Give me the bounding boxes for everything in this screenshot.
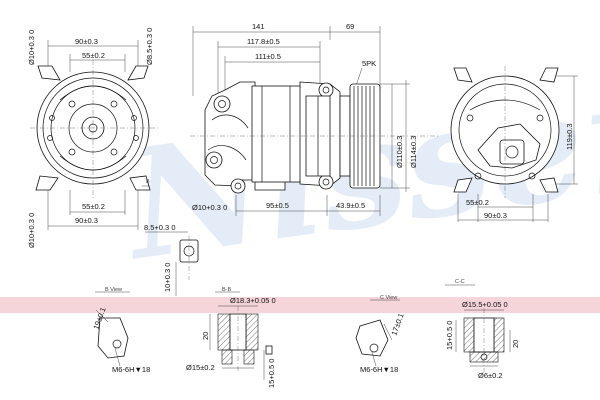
bb-dim-15-depth: 15+0.5 0 xyxy=(267,359,276,388)
front-dim-width-outer-bottom: 90±0.3 xyxy=(75,216,98,225)
section-bb-title: B-B xyxy=(222,287,232,293)
side-dim-117: 117.8±0.5 xyxy=(247,37,280,46)
b-view-flange xyxy=(97,317,129,359)
front-dim-width-inner-bottom: 55±0.2 xyxy=(82,202,105,211)
front-ear-top-left xyxy=(37,65,61,81)
front-dim-width-outer: 90±0.3 xyxy=(75,37,98,46)
side-detail-85: 8.5+0.3 0 xyxy=(144,223,176,232)
front-ear-bottom-right xyxy=(129,175,151,191)
side-dim-hole: Ø10+0.3 0 xyxy=(192,203,227,212)
side-dim-pulley-dia: Ø110±0.3 xyxy=(395,136,404,168)
side-dim-pulley-length: 69 xyxy=(346,22,354,31)
front-dim-hole-top-right: Ø8.5+0.3 0 xyxy=(145,28,154,65)
c-view-flange xyxy=(355,319,389,357)
side-dim-439: 43.9±0.5 xyxy=(336,201,365,210)
rear-dim-55: 55±0.2 xyxy=(466,198,489,207)
rear-view: 119±0.3 55±0.2 90±0.3 xyxy=(450,66,578,222)
side-section-mark: B xyxy=(146,179,150,185)
side-compressor-cylinder xyxy=(251,85,301,183)
section-b-view-title: B View xyxy=(105,287,122,293)
bb-dim-18: Ø18.3+0.05 0 xyxy=(230,296,276,305)
front-dim-width-inner: 55±0.2 xyxy=(82,51,105,60)
cc-dim-155: Ø15.5+0.05 0 xyxy=(462,300,508,309)
front-dim-hole-top-left: Ø10+0.3 0 xyxy=(27,30,36,65)
front-ear-top-right xyxy=(127,65,149,81)
front-dim-hole-bottom-left: Ø10+0.3 0 xyxy=(27,213,36,248)
red-band xyxy=(0,297,600,313)
cc-dim-20: 20 xyxy=(511,340,520,348)
side-detail-10: 10+0.3 0 xyxy=(163,263,172,292)
side-view: 141 69 117.8±0.5 111±0.5 5PK xyxy=(142,22,440,296)
section-c-view-title: C View xyxy=(380,295,397,301)
side-belt-label: 5PK xyxy=(362,59,376,68)
b-view-thread: M6-6H▼18 xyxy=(112,365,150,374)
section-views: B View B-B C View C-C 19±0.1 M6-6H▼18 Ø1… xyxy=(91,279,520,388)
c-view-thread: M6-6H▼18 xyxy=(360,365,398,374)
c-view-dim-17: 17±0.1 xyxy=(389,312,405,337)
cc-dim-15: 15+0.5 0 xyxy=(445,321,454,350)
rear-dim-90: 90±0.3 xyxy=(484,211,507,220)
rear-dim-height: 119±0.3 xyxy=(565,124,574,151)
side-dim-pulley-outer: Ø114±0.3 xyxy=(409,136,418,168)
cc-dim-6: Ø6±0.2 xyxy=(478,371,503,380)
bb-dim-15: Ø15±0.2 xyxy=(186,363,215,372)
side-dim-111: 111±0.5 xyxy=(255,52,281,61)
front-ear-bottom-left xyxy=(35,175,59,191)
bb-dim-20: 20 xyxy=(201,332,210,340)
side-dim-95: 95±0.5 xyxy=(266,201,289,210)
section-cc-title: C-C xyxy=(455,279,465,285)
side-dim-total-length: 141 xyxy=(252,22,265,31)
front-view: 90±0.3 55±0.2 Ø10+0.3 0 Ø8.5+0.3 0 55±0.… xyxy=(27,28,158,248)
